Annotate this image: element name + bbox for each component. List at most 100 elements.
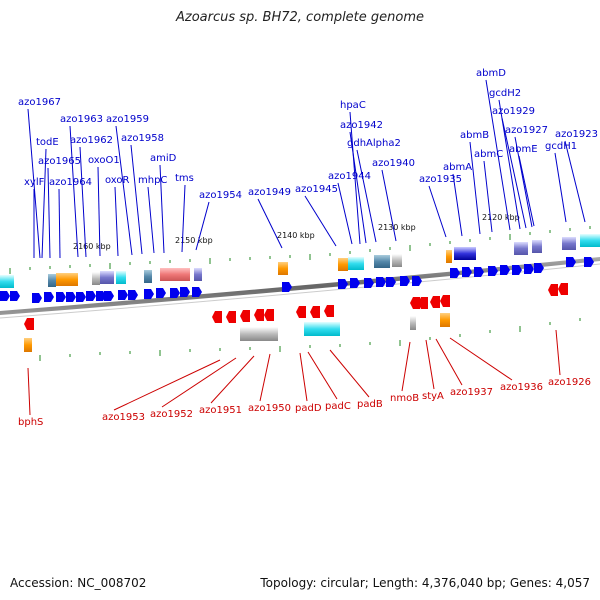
forward-gene-label: azo1967	[18, 97, 61, 108]
forward-gene-arrow	[56, 292, 66, 302]
reverse-leader-line	[435, 338, 463, 386]
forward-gene-arrow	[512, 265, 522, 275]
forward-feature-box	[48, 274, 56, 287]
forward-gene-arrow	[584, 257, 594, 267]
reverse-feature-box	[24, 338, 32, 352]
forward-gene-arrow	[350, 278, 360, 288]
forward-feature-box	[374, 255, 390, 268]
reverse-gene-label: padD	[295, 403, 322, 414]
forward-leader-line	[428, 185, 447, 238]
forward-feature-box	[446, 250, 452, 263]
backbone-track	[0, 257, 600, 315]
forward-gene-label: abmC	[474, 149, 503, 160]
forward-feature-box	[100, 271, 114, 284]
forward-gene-label: azo1945	[295, 184, 338, 195]
reverse-gene-label: azo1937	[450, 387, 493, 398]
forward-gene-label: azo1964	[49, 177, 92, 188]
reverse-gene-arrow	[240, 310, 250, 322]
reverse-gene-arrow	[264, 309, 274, 321]
reverse-gene-arrow	[418, 297, 428, 309]
forward-gene-arrow	[128, 290, 138, 300]
forward-leader-line	[337, 182, 353, 245]
forward-leader-line	[58, 188, 61, 259]
scale-label: 2160 kbp	[73, 242, 111, 251]
forward-leader-line	[349, 131, 367, 244]
forward-gene-arrow	[364, 278, 374, 288]
reverse-gene-arrow	[296, 306, 306, 318]
reverse-leader-line	[425, 339, 435, 390]
forward-gene-arrow	[500, 265, 510, 275]
reverse-gene-arrow	[324, 305, 334, 317]
forward-gene-arrow	[32, 293, 42, 303]
forward-gene-label: tms	[175, 173, 194, 184]
forward-gene-arrow	[462, 267, 472, 277]
reverse-leader-line	[555, 329, 561, 376]
reverse-gene-arrow	[558, 283, 568, 295]
forward-gene-arrow	[66, 292, 76, 302]
forward-leader-line	[514, 136, 533, 228]
forward-leader-line	[469, 141, 481, 235]
reverse-gene-label: styA	[422, 391, 444, 402]
topology-text: Topology: circular; Length: 4,376,040 bp…	[260, 576, 590, 590]
reverse-gene-arrow	[212, 311, 222, 323]
forward-gene-arrow	[144, 289, 154, 299]
forward-leader-line	[115, 125, 133, 256]
forward-gene-arrow	[0, 291, 10, 301]
scale-label: 2150 kbp	[175, 236, 213, 245]
forward-leader-line	[79, 146, 87, 258]
forward-leader-line	[483, 160, 493, 233]
forward-leader-line	[159, 164, 165, 254]
forward-gene-arrow	[338, 279, 348, 289]
forward-gene-arrow	[170, 288, 180, 298]
forward-gene-label: azo1942	[340, 120, 383, 131]
reverse-gene-arrow	[226, 311, 236, 323]
forward-gene-label: azo1940	[372, 158, 415, 169]
forward-gene-label: oxoO1	[88, 155, 120, 166]
forward-gene-label: azo1963	[60, 114, 103, 125]
forward-gene-arrow	[180, 287, 190, 297]
forward-gene-arrow	[118, 290, 128, 300]
reverse-leader-line	[307, 351, 338, 400]
reverse-feature-box	[440, 313, 450, 327]
forward-gene-arrow	[534, 263, 544, 273]
forward-leader-line	[47, 167, 51, 259]
reverse-leader-line	[113, 359, 221, 411]
reverse-leader-line	[210, 355, 255, 404]
forward-feature-box	[562, 237, 576, 250]
forward-gene-arrow	[96, 291, 106, 301]
reverse-gene-label: bphS	[18, 417, 43, 428]
reverse-feature-box	[240, 327, 278, 341]
forward-leader-line	[564, 140, 586, 223]
forward-gene-arrow	[10, 291, 20, 301]
forward-feature-box	[580, 234, 600, 247]
forward-gene-arrow	[86, 291, 96, 301]
forward-gene-label: azo1944	[328, 171, 371, 182]
page-title: Azoarcus sp. BH72, complete genome	[175, 10, 425, 25]
forward-gene-arrow	[386, 277, 396, 287]
forward-feature-box	[454, 247, 476, 260]
reverse-leader-line	[27, 367, 31, 416]
forward-feature-box	[338, 258, 348, 271]
forward-leader-line	[181, 184, 186, 253]
forward-gene-label: azo1935	[419, 174, 462, 185]
forward-leader-line	[304, 195, 337, 247]
forward-leader-line	[554, 152, 567, 223]
reverse-feature-box	[304, 322, 340, 336]
forward-feature-box	[194, 268, 202, 281]
forward-leader-line	[257, 198, 283, 249]
reverse-gene-arrow	[254, 309, 264, 321]
forward-leader-line	[485, 79, 511, 231]
reverse-leader-line	[329, 349, 370, 398]
forward-gene-label: abmD	[476, 68, 506, 79]
forward-gene-arrow	[156, 288, 166, 298]
forward-gene-label: hpaC	[340, 100, 366, 111]
forward-gene-label: azo1954	[199, 190, 242, 201]
forward-gene-label: azo1929	[492, 106, 535, 117]
reverse-gene-arrow	[310, 306, 320, 318]
forward-gene-label: azo1959	[106, 114, 149, 125]
reverse-feature-box	[410, 316, 416, 330]
reverse-gene-arrow	[410, 297, 420, 309]
forward-gene-arrow	[104, 291, 114, 301]
forward-gene-label: azo1927	[505, 125, 548, 136]
